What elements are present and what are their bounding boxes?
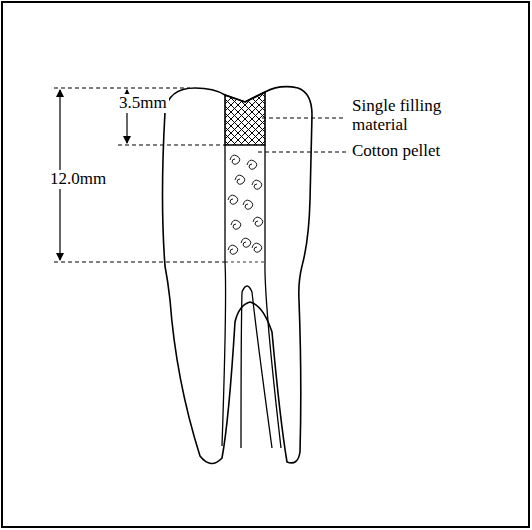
cotton-fiber <box>252 243 262 252</box>
part-label: Cotton pellet <box>352 142 440 161</box>
cotton-fiber <box>228 195 238 204</box>
cotton-fiber <box>235 175 245 184</box>
cotton-fiber <box>228 245 238 254</box>
dimension-text: 12.0mm <box>48 170 108 189</box>
cotton-fiber <box>243 200 253 209</box>
cotton-fiber <box>230 155 240 164</box>
filling-material <box>225 92 265 145</box>
part-label: Single filling material <box>352 97 492 134</box>
dimension-text: 3.5mm <box>117 94 169 113</box>
cotton-fiber <box>231 220 241 229</box>
cotton-fiber <box>252 180 262 189</box>
cotton-pellet <box>228 155 263 254</box>
cotton-fiber <box>247 160 257 169</box>
cotton-fiber <box>253 217 263 226</box>
pellet-base <box>225 262 265 263</box>
cotton-fiber <box>241 238 251 247</box>
tooth-outline <box>163 87 313 464</box>
pulp-canals <box>222 145 281 448</box>
